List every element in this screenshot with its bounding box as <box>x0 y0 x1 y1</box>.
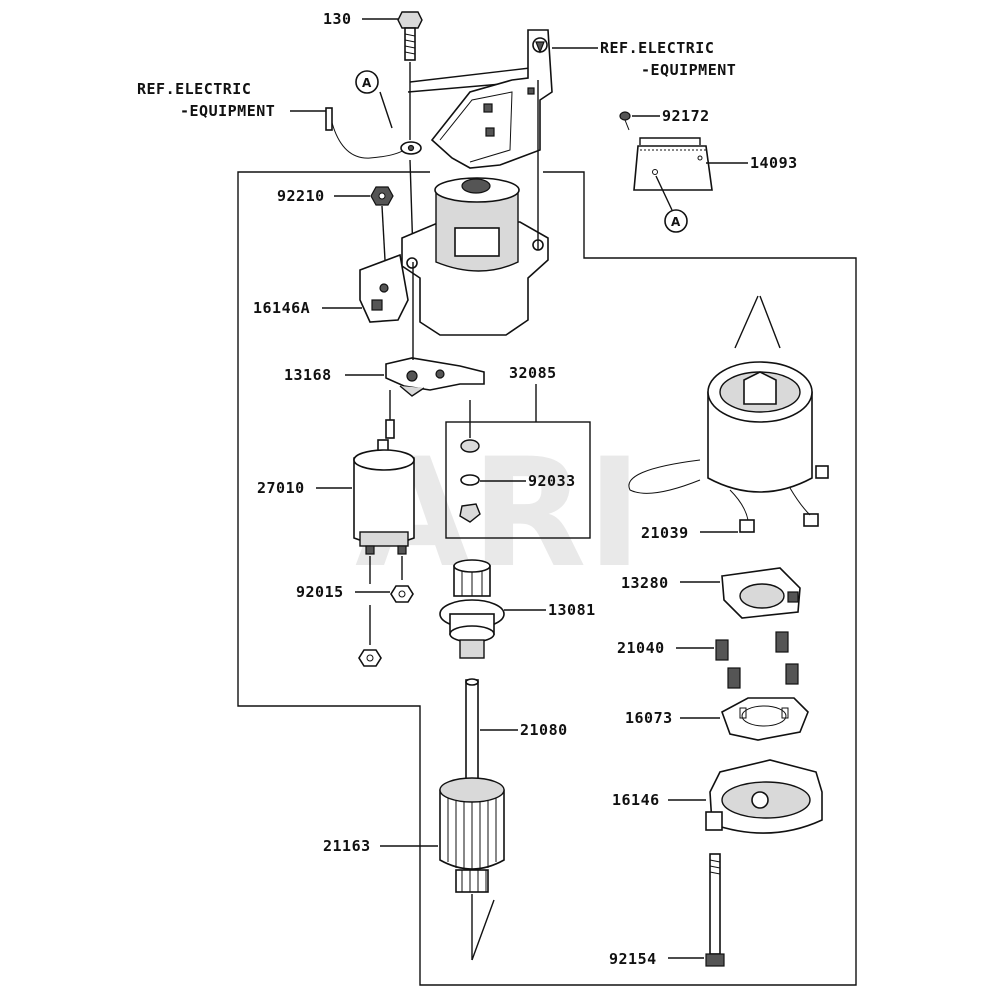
callout-92210: 92210 <box>277 187 325 205</box>
kit-32085-box <box>445 421 591 539</box>
nut-92210[interactable] <box>370 186 394 206</box>
callout-16146: 16146 <box>612 791 660 809</box>
shaft-21080[interactable] <box>465 678 479 791</box>
brush-holder-13280[interactable] <box>721 567 801 619</box>
front-housing-16146A[interactable] <box>359 177 549 336</box>
callout-21163: 21163 <box>323 837 371 855</box>
callout-32085: 32085 <box>509 364 557 382</box>
solenoid-27010[interactable] <box>353 419 415 555</box>
ref-electric-right-2: -EQUIPMENT <box>641 61 736 79</box>
callout-92172: 92172 <box>662 107 710 125</box>
callout-92015: 92015 <box>296 583 344 601</box>
callout-27010: 27010 <box>257 479 305 497</box>
callout-16146A: 16146A <box>253 299 310 317</box>
ref-marker-a-right <box>664 209 688 233</box>
ref-electric-right-1: REF.ELECTRIC <box>600 39 714 57</box>
ground-wire[interactable] <box>325 107 422 159</box>
pinion-13081[interactable] <box>439 559 505 659</box>
ref-electric-left-2: -EQUIPMENT <box>180 102 275 120</box>
kit-parts[interactable] <box>459 439 481 523</box>
callout-92033: 92033 <box>528 472 576 490</box>
through-bolt-92154[interactable] <box>705 853 725 967</box>
callout-16073: 16073 <box>625 709 673 727</box>
rear-cover-16146[interactable] <box>705 759 823 834</box>
springs-21040[interactable] <box>715 631 799 689</box>
mounting-bracket[interactable] <box>430 29 553 169</box>
callout-13280: 13280 <box>621 574 669 592</box>
callout-14093: 14093 <box>750 154 798 172</box>
callout-13168: 13168 <box>284 366 332 384</box>
plate-14093[interactable] <box>633 145 713 191</box>
callout-130: 130 <box>323 10 352 28</box>
callout-92154: 92154 <box>609 950 657 968</box>
nut-92015-b[interactable] <box>358 649 382 667</box>
callout-21080: 21080 <box>520 721 568 739</box>
nut-92015-a[interactable] <box>390 585 414 603</box>
shift-lever-13168[interactable] <box>385 357 485 397</box>
callout-13081: 13081 <box>548 601 596 619</box>
plate-16073[interactable] <box>721 697 809 741</box>
svg-text:A: A <box>362 76 372 90</box>
svg-text:A: A <box>671 215 681 229</box>
armature-21163[interactable] <box>439 777 505 893</box>
bolt-130[interactable] <box>397 11 423 61</box>
screw-92172[interactable] <box>619 111 631 131</box>
callout-21039: 21039 <box>641 524 689 542</box>
yoke-21039[interactable] <box>628 361 829 533</box>
callout-21040: 21040 <box>617 639 665 657</box>
assembly-boundary <box>237 171 857 986</box>
ref-marker-a-top <box>355 70 379 94</box>
ref-electric-left-1: REF.ELECTRIC <box>137 80 251 98</box>
